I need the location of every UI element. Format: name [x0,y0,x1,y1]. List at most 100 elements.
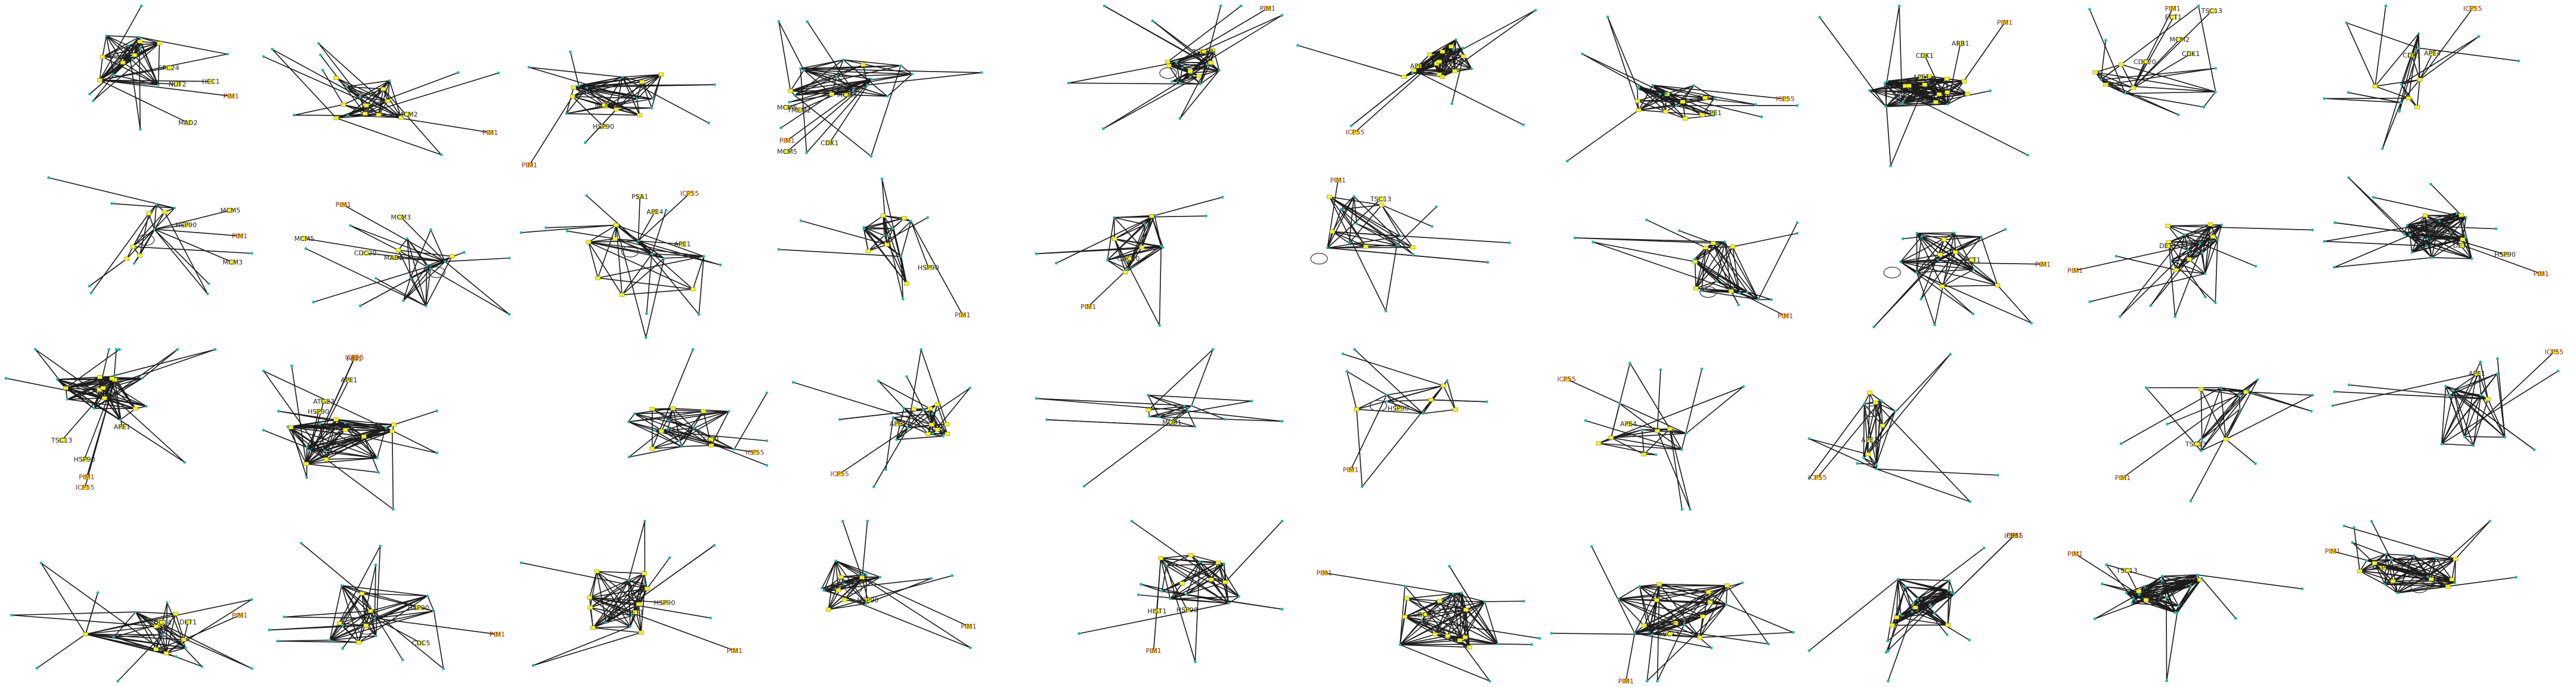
labelled-node [600,124,607,129]
node-label: PIM1 [1778,312,1793,320]
leaf-node [250,667,253,670]
hub-node [1149,214,1154,218]
network-edge [1397,206,1437,246]
network-edge [1652,84,1714,113]
cluster-node [425,304,428,308]
network-edge [1210,562,1219,580]
network-edge [1884,82,2028,156]
leaf-node [1700,367,1704,371]
node-group [2072,551,2304,683]
network-edge [908,424,933,429]
node-label: ICP55 [830,470,849,478]
edge-group [1874,229,2044,327]
edge-group [821,521,971,648]
hub-node [1890,623,1895,627]
network-edge [1340,196,1355,210]
leaf-node [565,230,569,233]
network-edge [2166,598,2168,681]
node-group [301,202,511,316]
network-edge [374,617,498,635]
network-edge [2397,555,2414,593]
cluster-node [1160,590,1163,593]
node-label: CDK1 [2182,50,2200,58]
network-edge [324,427,386,451]
cluster-node [565,112,568,115]
network-edge [1915,593,1954,608]
labelled-node [679,242,686,247]
leaf-node [1628,361,1631,365]
network-edge [1916,236,1922,273]
hub-node [587,595,593,600]
network-edge [366,610,434,626]
hub-node [1705,590,1711,595]
network-edge [1699,632,1794,638]
hub-node [1865,452,1871,457]
network-edge [586,87,640,116]
network-edge [622,76,640,116]
network-edge [2391,559,2456,584]
network-edge [35,349,105,399]
network-edge [113,634,163,638]
node-label: ECT1 [1697,94,1714,102]
network-edge [1702,585,1728,617]
network-edge [378,114,491,134]
network-edge [1224,582,1230,604]
network-edge [427,595,435,612]
cluster-node [1352,195,1355,198]
leaf-node [1211,348,1215,351]
hub-node [323,457,329,462]
labelled-node [1395,406,1402,411]
cluster-node [2402,233,2406,236]
network-edge [1637,100,1666,112]
labelled-node [2473,371,2481,376]
network-edge [1618,586,1640,599]
network-edge [637,211,656,242]
network-edge [803,69,853,92]
edge-group [2120,379,2313,502]
network-edge [521,224,617,233]
network-edge [425,256,453,307]
network-edge [1695,242,1726,289]
network-edge [305,379,350,465]
network-edge [2419,8,2473,81]
cluster-node [1884,105,1887,109]
network-edge [2431,558,2456,580]
network-edge [1439,47,1463,75]
node-label: ICP55 [76,484,95,491]
node-label: DET1 [2453,242,2470,250]
network-edge [1973,269,1998,286]
node-group [268,541,501,670]
network-edge [1863,404,1869,454]
labelled-node [2469,6,2476,11]
network-edge [1459,593,1462,640]
cluster-node [92,407,95,410]
node-label: PIM1 [2115,474,2131,482]
hub-node [1941,237,1947,242]
network-edge [287,426,327,460]
network-edge [590,607,631,627]
network-edge [1685,114,1714,119]
network-edge [2455,521,2491,559]
leaf-node [1534,8,1537,12]
leaf-node [1795,221,1799,225]
network-edge [2106,84,2216,92]
leaf-node [1239,4,1243,8]
leaf-node [175,655,178,658]
hub-node [826,607,831,612]
node-label: APE4 [2424,49,2441,57]
network-edge [1869,85,1909,91]
network-edge [2473,398,2489,446]
network-edge [1141,215,1156,248]
leaf-node [926,216,929,219]
cluster-node [2412,554,2416,557]
cluster-node [1198,561,1202,564]
network-edge [634,413,680,442]
leaf-node [2384,4,2388,8]
network-edge [900,221,912,257]
